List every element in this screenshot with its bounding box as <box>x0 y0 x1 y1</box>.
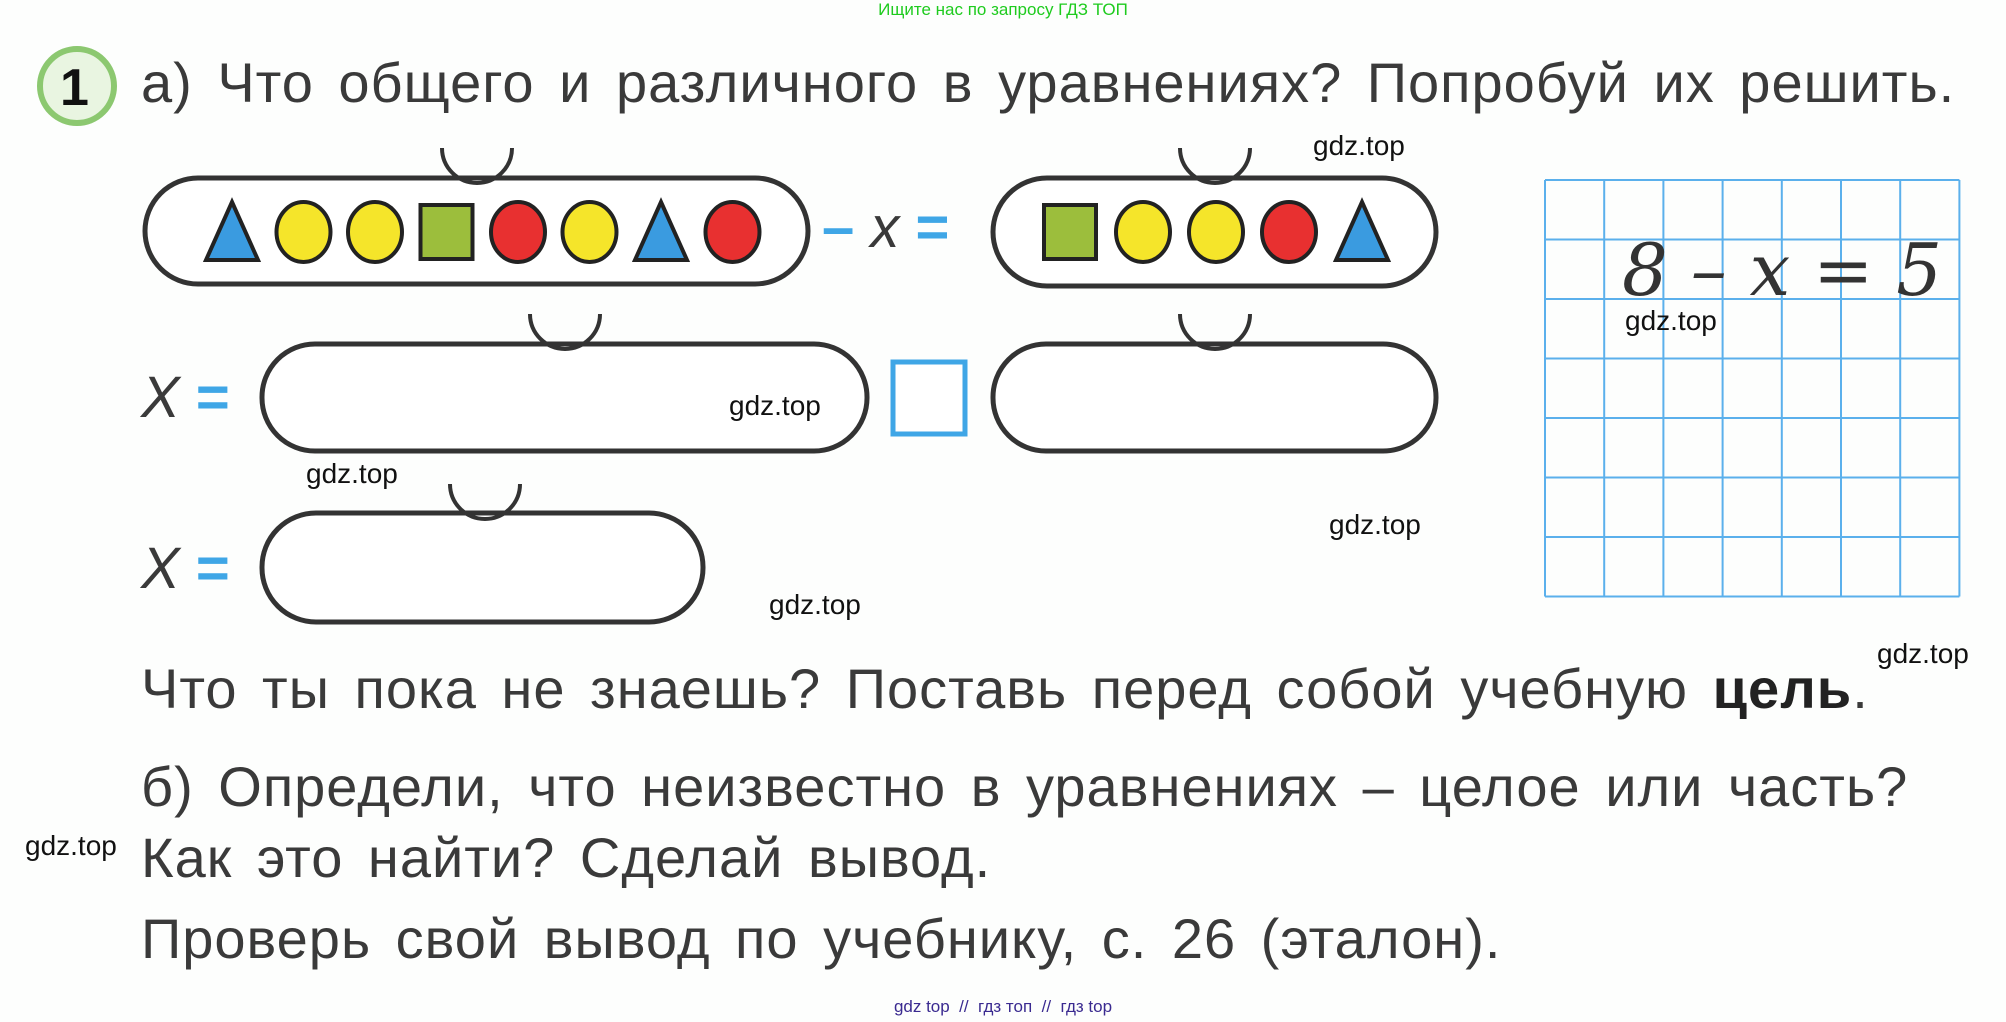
circle-yellow-shape <box>346 200 404 264</box>
circle-red-shape <box>489 200 547 264</box>
square-green-shape <box>418 203 475 261</box>
watermark: gdz.top <box>1313 130 1405 161</box>
watermark: gdz.top <box>1329 509 1421 540</box>
task-number-badge <box>37 46 117 126</box>
triangle-blue-shape <box>202 197 262 262</box>
pill-answer-1[interactable] <box>259 341 870 454</box>
circle-yellow-shape <box>1114 200 1172 264</box>
watermark-bottom: gdz top // гдз топ // гдз top <box>893 997 1113 1016</box>
task-b-line2: Как это найти? Сделай вывод. <box>141 826 992 889</box>
squared-grid[interactable] <box>1544 179 1961 598</box>
pill-answer-2[interactable] <box>990 341 1439 454</box>
task-number: 1 <box>60 59 89 117</box>
question-text: Что ты пока не знаешь? Поставь перед соб… <box>141 657 1713 720</box>
circle-red-shape <box>1260 200 1318 264</box>
task-b-line1: б) Определи, что неизвестно в уравнениях… <box>141 755 1909 818</box>
pill-answer-3[interactable] <box>259 510 706 625</box>
question-line: Что ты пока не знаешь? Поставь перед соб… <box>141 656 1869 721</box>
minus-sign: – <box>822 195 855 260</box>
pill2-shapes <box>1042 197 1392 264</box>
sign-box[interactable] <box>890 359 968 437</box>
check-line: Проверь свой вывод по учебнику, с. 26 (э… <box>141 907 1502 970</box>
x-variable: X <box>141 365 180 430</box>
watermark: gdz.top <box>306 458 398 489</box>
circle-red-shape <box>703 200 762 264</box>
task-a-text: а) Что общего и различного в уравнениях?… <box>141 51 1956 114</box>
circle-yellow-shape <box>560 200 619 264</box>
triangle-blue-shape <box>1332 197 1392 262</box>
equals-sign: = <box>195 365 230 430</box>
equals-sign: = <box>915 195 950 260</box>
part-arcs <box>440 147 1252 521</box>
watermark-top: Ищите нас по запросу ГДЗ ТОП <box>878 0 1128 19</box>
circle-yellow-shape <box>274 200 333 264</box>
watermark: gdz.top <box>1877 638 1969 669</box>
circle-yellow-shape <box>1187 200 1245 264</box>
watermark: gdz.top <box>769 589 861 620</box>
equals-sign: = <box>195 536 230 601</box>
grid-equation: 8 – x = 5 <box>1622 228 1943 312</box>
pill1-shapes <box>202 197 762 264</box>
watermark: gdz.top <box>25 830 117 861</box>
watermark: gdz.top <box>729 390 821 421</box>
goal-word: цель <box>1712 657 1853 720</box>
watermark: gdz.top <box>1625 305 1717 336</box>
square-green-shape <box>1042 203 1098 261</box>
x-variable: x <box>870 195 900 260</box>
x-variable: X <box>141 536 180 601</box>
triangle-blue-shape <box>631 197 691 262</box>
period: . <box>1852 657 1869 720</box>
